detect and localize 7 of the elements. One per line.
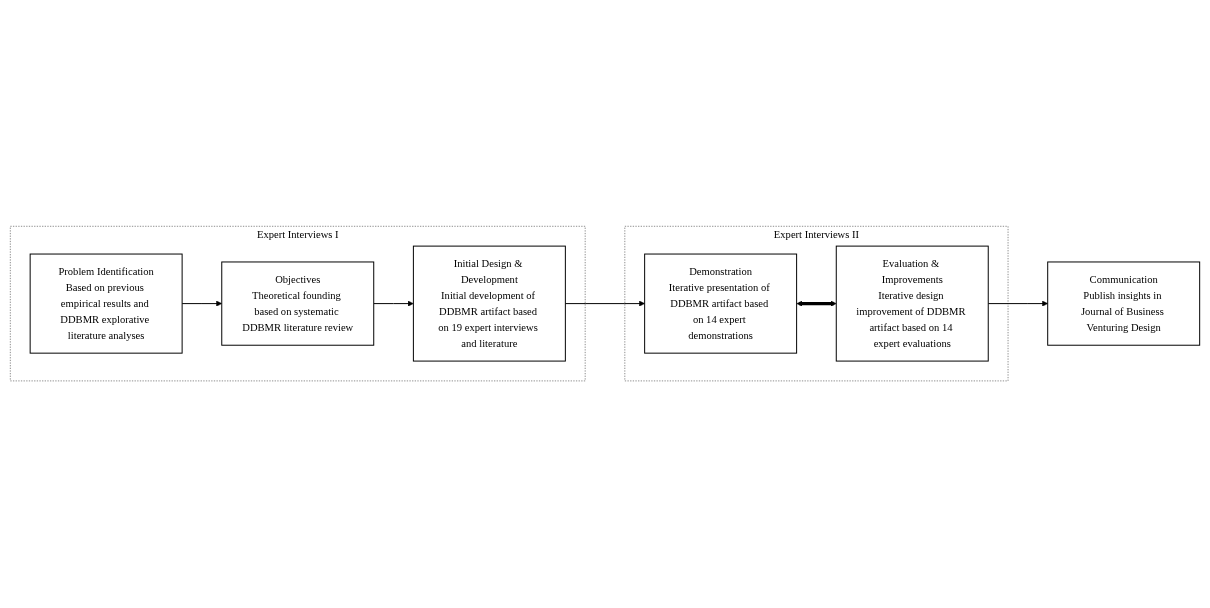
arrow	[796, 301, 837, 307]
node-box: Initial Design & Development Initial development of DDBMR artifact based on 19 expert interviews and literature	[412, 246, 566, 362]
node-box: Evaluation & Improvements Iterative design improvement of DDBMR artifact based on 14 expert evaluations	[835, 246, 989, 362]
node-box: Communication Publish insights in Journal of Business Venturing Design	[1047, 261, 1201, 347]
node-box: Demonstration Iterative presentation of DDBMR artifact based on 14 expert demonstrations	[644, 253, 798, 355]
node-box: Objectives Theoretical founding based on systematic DDBMR literature review	[221, 261, 375, 347]
node-box: Problem Identification Based on previous empirical results and DDBMR explorative literature analyses	[29, 253, 183, 355]
